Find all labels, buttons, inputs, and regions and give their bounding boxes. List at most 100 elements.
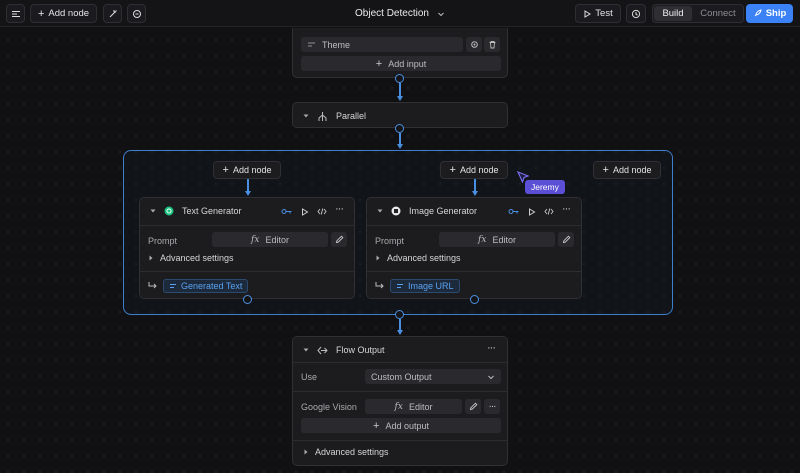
- branch-add-node-button-2[interactable]: + Add node: [440, 161, 508, 179]
- flow-output-node[interactable]: Flow Output ··· Use Custom Output Google…: [292, 336, 508, 466]
- google-vision-more-button[interactable]: ···: [484, 399, 500, 414]
- flow-output-icon: [317, 346, 328, 354]
- build-tab[interactable]: Build: [654, 6, 692, 21]
- input-node-output-handle[interactable]: [395, 74, 404, 83]
- add-input-label: Add input: [388, 58, 427, 69]
- code-icon[interactable]: [544, 207, 554, 216]
- caret-right-icon: [376, 255, 380, 261]
- caret-right-icon: [304, 449, 308, 455]
- caret-down-icon[interactable]: [303, 113, 309, 119]
- caret-down-icon[interactable]: [150, 208, 156, 214]
- caret-down-icon[interactable]: [377, 208, 383, 214]
- function-icon: fx: [478, 234, 487, 245]
- text-lines-icon: [397, 284, 403, 288]
- advanced-settings-toggle[interactable]: Advanced settings: [303, 447, 389, 457]
- use-select[interactable]: Custom Output: [365, 369, 501, 384]
- parallel-title: Parallel: [336, 111, 367, 121]
- advanced-settings-toggle[interactable]: Advanced settings: [375, 253, 461, 263]
- magic-wand-button[interactable]: [103, 4, 122, 23]
- google-vision-edit-button[interactable]: [465, 399, 481, 414]
- text-generator-output-handle[interactable]: [243, 295, 252, 304]
- prompt-edit-button[interactable]: [331, 232, 347, 247]
- function-icon: fx: [251, 234, 260, 245]
- image-generator-node[interactable]: Image Generator ··· Prompt fx Editor Adv…: [366, 197, 582, 299]
- prompt-label: Prompt: [375, 236, 405, 246]
- branch-add-node-button-1[interactable]: + Add node: [213, 161, 281, 179]
- sidebar-toggle-button[interactable]: [6, 4, 25, 23]
- edge-arrow: [472, 191, 478, 196]
- editor-label: Editor: [408, 401, 433, 412]
- parallel-node[interactable]: Parallel: [292, 102, 508, 128]
- plus-icon: +: [449, 164, 456, 176]
- ship-label: Ship: [765, 8, 787, 19]
- image-generator-output-handle[interactable]: [470, 295, 479, 304]
- top-toolbar: + Add node Object Detection Test Build C…: [0, 0, 800, 27]
- theme-field[interactable]: Theme: [301, 37, 463, 52]
- input-node: Theme + Add input: [292, 28, 508, 78]
- caret-down-icon[interactable]: [303, 347, 309, 353]
- prompt-editor-button[interactable]: fx Editor: [212, 232, 328, 247]
- return-arrow-icon: [148, 282, 157, 289]
- use-label: Use: [301, 372, 318, 382]
- ship-button[interactable]: Ship: [746, 4, 793, 23]
- key-icon[interactable]: [508, 207, 519, 216]
- code-icon[interactable]: [317, 207, 327, 216]
- rocket-icon: [754, 9, 762, 17]
- chevron-down-icon: [438, 12, 444, 16]
- output-variable-label: Generated Text: [181, 281, 243, 291]
- parallel-icon: [318, 111, 327, 121]
- key-icon[interactable]: [281, 207, 292, 216]
- text-lines-icon: [308, 42, 315, 47]
- test-button[interactable]: Test: [575, 4, 621, 23]
- edge-line: [399, 319, 401, 330]
- comment-button[interactable]: [127, 4, 146, 23]
- theme-field-label: Theme: [322, 39, 351, 50]
- more-options-icon[interactable]: ···: [335, 203, 344, 215]
- output-variable-tag[interactable]: Generated Text: [163, 279, 249, 293]
- advanced-settings-toggle[interactable]: Advanced settings: [148, 253, 234, 263]
- advanced-settings-label: Advanced settings: [315, 447, 389, 457]
- text-generator-node[interactable]: Text Generator ··· Prompt fx Editor Adva…: [139, 197, 355, 299]
- connect-tab[interactable]: Connect: [700, 8, 736, 19]
- magic-wand-icon: [109, 9, 117, 17]
- branch-add-node-button-3[interactable]: + Add node: [593, 161, 661, 179]
- advanced-settings-label: Advanced settings: [387, 253, 461, 263]
- google-vision-editor-button[interactable]: fx Editor: [365, 399, 462, 414]
- edge-arrow: [397, 96, 403, 101]
- parallel-output-handle[interactable]: [395, 124, 404, 133]
- more-options-icon: ···: [488, 400, 497, 412]
- test-label: Test: [595, 8, 613, 19]
- plus-icon: +: [222, 164, 229, 176]
- output-variable-tag[interactable]: Image URL: [390, 279, 460, 293]
- theme-settings-button[interactable]: [466, 37, 482, 52]
- plus-icon: +: [602, 164, 609, 176]
- flow-title-dropdown[interactable]: Object Detection: [320, 4, 480, 23]
- use-select-value: Custom Output: [371, 371, 432, 382]
- openai-icon: [164, 206, 174, 216]
- edge-line: [474, 179, 476, 192]
- history-icon: [631, 9, 641, 18]
- more-options-icon[interactable]: ···: [487, 342, 496, 354]
- play-icon[interactable]: [301, 208, 309, 216]
- add-input-button[interactable]: + Add input: [301, 56, 501, 71]
- more-options-icon[interactable]: ···: [562, 203, 571, 215]
- add-node-button[interactable]: + Add node: [30, 4, 97, 23]
- trash-icon: [489, 41, 495, 49]
- flow-output-title: Flow Output: [336, 345, 385, 355]
- image-provider-icon: [391, 206, 401, 216]
- add-node-label: Add node: [459, 165, 499, 175]
- return-arrow-icon: [375, 282, 384, 289]
- gear-icon: [470, 41, 478, 48]
- text-generator-title: Text Generator: [182, 206, 242, 216]
- theme-delete-button[interactable]: [484, 37, 500, 52]
- output-variable-label: Image URL: [408, 281, 454, 291]
- group-output-handle[interactable]: [395, 310, 404, 319]
- image-generator-title: Image Generator: [409, 206, 478, 216]
- editor-label: Editor: [492, 234, 516, 245]
- play-icon[interactable]: [528, 208, 536, 216]
- add-output-button[interactable]: + Add output: [301, 418, 501, 433]
- plus-icon: +: [373, 419, 380, 432]
- history-button[interactable]: [626, 4, 646, 23]
- prompt-edit-button[interactable]: [558, 232, 574, 247]
- prompt-editor-button[interactable]: fx Editor: [439, 232, 555, 247]
